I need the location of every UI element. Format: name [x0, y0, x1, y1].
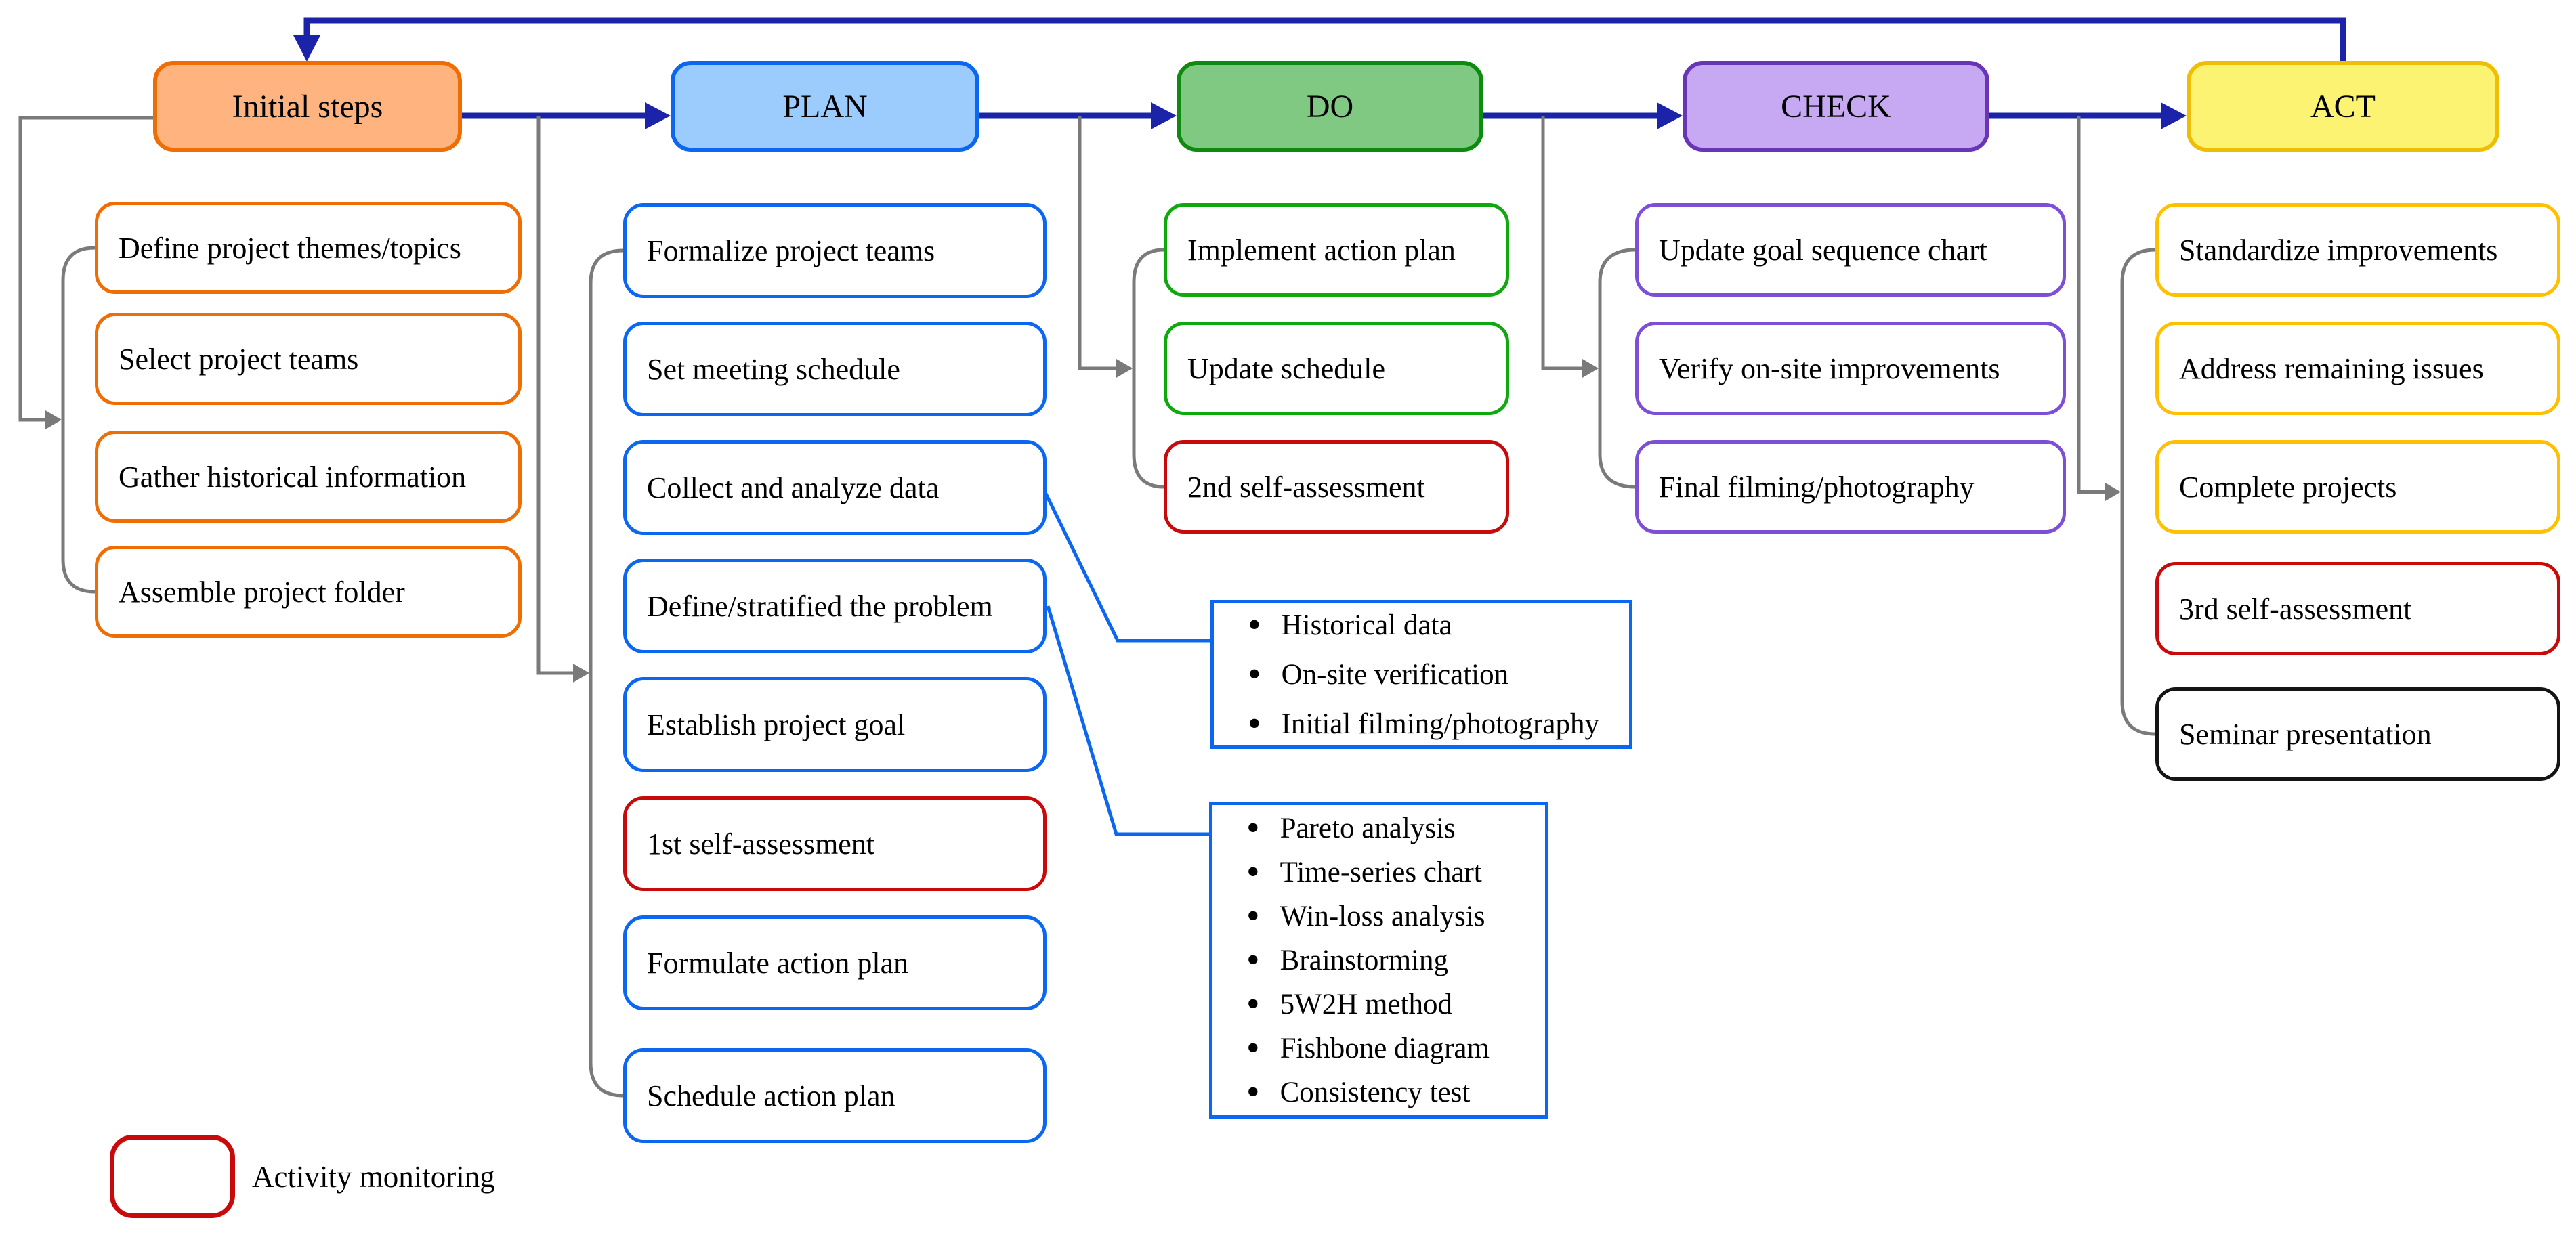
step-box-plan-7: Formulate action plan: [623, 915, 1047, 1010]
callout-connector-line: [1043, 491, 1210, 643]
step-box-plan-6: 1st self-assessment: [623, 796, 1047, 891]
bracket-connector: [589, 248, 624, 1098]
stage-header-plan: PLAN: [671, 61, 979, 152]
callout-bullet-item: Time-series chart: [1246, 850, 1545, 894]
bracket-connector: [61, 246, 96, 594]
entry-connector: [1078, 116, 1118, 370]
step-box-plan-2: Set meeting schedule: [623, 322, 1047, 416]
flow-arrowhead-icon: [1657, 102, 1683, 129]
step-box-plan-1: Formalize project teams: [623, 203, 1047, 298]
callout-bullet-item: Initial filming/photography: [1248, 699, 1629, 749]
callout-bullet-item: Win-loss analysis: [1246, 894, 1545, 938]
step-box-plan-4: Define/stratified the problem: [623, 559, 1047, 653]
callout-bullet-item: Pareto analysis: [1246, 806, 1545, 850]
flow-arrowhead-icon: [1151, 102, 1177, 129]
callout-bullet-item: Consistency test: [1246, 1070, 1545, 1115]
step-box-act-5: Seminar presentation: [2155, 687, 2560, 781]
callout-bullet-item: 5W2H method: [1246, 982, 1545, 1026]
legend-label: Activity monitoring: [252, 1159, 495, 1194]
flow-arrowhead-icon: [2161, 102, 2187, 129]
bracket-connector: [1132, 248, 1164, 489]
step-box-check-2: Verify on-site improvements: [1635, 322, 2066, 415]
step-box-plan-5: Establish project goal: [623, 677, 1047, 772]
callout-connector-line: [1046, 605, 1209, 836]
step-box-check-1: Update goal sequence chart: [1635, 203, 2066, 297]
callout-bullet-item: Brainstorming: [1246, 938, 1545, 982]
flow-arrowhead-icon: [645, 102, 671, 129]
step-box-initial-steps-3: Gather historical information: [95, 431, 522, 523]
entry-arrowhead-icon: [1116, 359, 1133, 378]
callout-box-2: Pareto analysisTime-series chartWin-loss…: [1209, 802, 1548, 1119]
stage-header-do: DO: [1177, 61, 1483, 152]
entry-arrowhead-icon: [1582, 359, 1599, 378]
bracket-connector: [1598, 248, 1636, 489]
entry-arrowhead-icon: [573, 664, 589, 683]
step-box-do-3: 2nd self-assessment: [1164, 440, 1509, 534]
stage-header-act: ACT: [2187, 61, 2499, 152]
stage-header-check: CHECK: [1683, 61, 1989, 152]
step-box-check-3: Final filming/photography: [1635, 440, 2066, 534]
step-box-act-3: Complete projects: [2155, 440, 2560, 534]
callout-bullet-item: On-site verification: [1248, 650, 1629, 699]
step-box-act-4: 3rd self-assessment: [2155, 562, 2560, 655]
callout-bullet-item: Fishbone diagram: [1246, 1026, 1545, 1070]
entry-arrowhead-icon: [2105, 482, 2121, 502]
entry-arrowhead-icon: [45, 410, 62, 429]
step-box-act-2: Address remaining issues: [2155, 322, 2560, 415]
step-box-initial-steps-4: Assemble project folder: [95, 546, 522, 638]
entry-connector: [536, 116, 574, 675]
entry-connector: [1541, 116, 1584, 370]
step-box-act-1: Standardize improvements: [2155, 203, 2560, 297]
callout-box-1: Historical dataOn-site verificationIniti…: [1210, 600, 1632, 749]
bracket-connector: [2120, 248, 2156, 736]
entry-connector: [2077, 116, 2106, 494]
callout-bullet-item: Historical data: [1248, 601, 1629, 650]
feedback-loop-line: [303, 17, 2346, 62]
step-box-initial-steps-2: Select project teams: [95, 313, 522, 405]
legend-activity-monitoring-swatch: [110, 1135, 235, 1218]
step-box-plan-8: Schedule action plan: [623, 1048, 1047, 1143]
step-box-initial-steps-1: Define project themes/topics: [95, 202, 522, 294]
step-box-do-2: Update schedule: [1164, 322, 1509, 415]
stage-header-initial-steps: Initial steps: [153, 61, 462, 152]
feedback-arrowhead-icon: [293, 35, 320, 62]
step-box-plan-3: Collect and analyze data: [623, 440, 1047, 535]
step-box-do-1: Implement action plan: [1164, 203, 1509, 297]
entry-connector: [18, 116, 153, 422]
